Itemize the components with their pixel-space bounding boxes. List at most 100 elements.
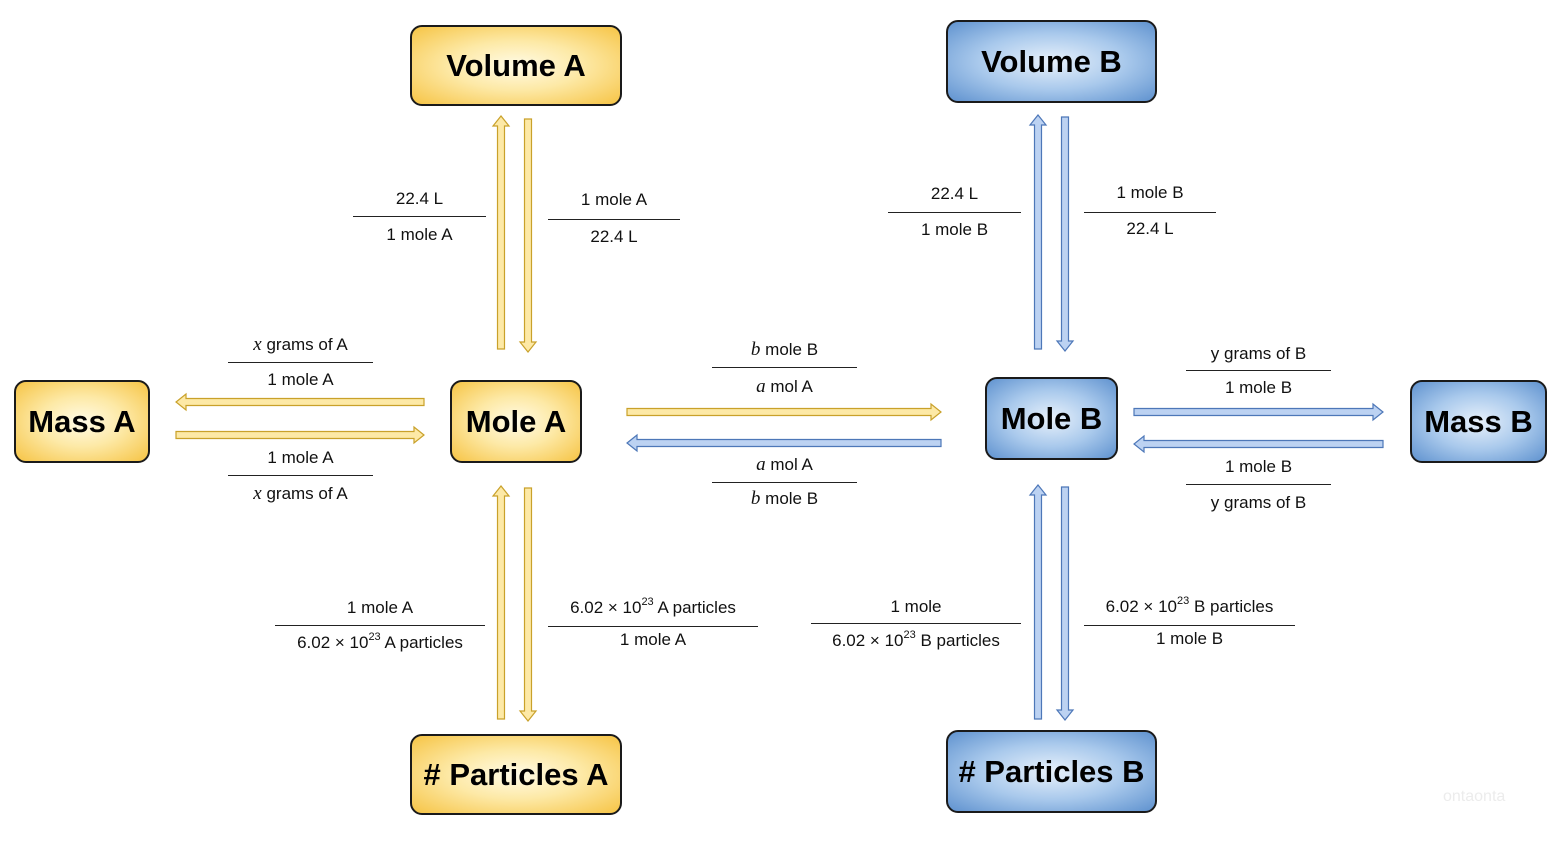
fraction-bar: [712, 367, 857, 368]
factor-numerator: 1 mole A: [346, 598, 414, 617]
factor-mole-a-to-mass: x grams of A 1 mole A: [228, 335, 373, 395]
variable-x: x: [253, 334, 262, 355]
particles-b-label: # Particles B: [958, 753, 1145, 789]
arrow-particles-b-to-mole-b: [1028, 484, 1048, 720]
mass-a-label: Mass A: [28, 403, 136, 439]
exponent-text: 23: [903, 629, 916, 642]
particles-a-label: # Particles A: [423, 756, 609, 792]
mole-a-box: Mole A: [450, 380, 582, 463]
mole-a-label: Mole A: [465, 403, 567, 439]
fraction-bar: [275, 625, 485, 626]
factor-volume-to-mole-b: 1 mole B 22.4 L: [1084, 183, 1216, 243]
volume-a-label: Volume A: [446, 47, 586, 83]
arrow-volume-b-to-mole-b: [1055, 116, 1075, 352]
fraction-bar: [712, 482, 857, 483]
numerator-text: mole B: [765, 340, 819, 359]
arrow-mole-b-to-mass-b: [1133, 402, 1384, 422]
factor-denominator: y grams of B: [1210, 493, 1307, 512]
factor-denominator: 1 mole A: [619, 630, 687, 649]
fraction-bar: [1084, 625, 1295, 626]
arrow-mole-b-to-particles-b: [1055, 486, 1075, 721]
factor-numerator: 1 mole A: [267, 448, 334, 467]
factor-numerator: 1 mole: [890, 597, 942, 616]
denominator-text: mol A: [770, 377, 813, 396]
fraction-bar: [811, 623, 1021, 624]
volume-b-box: Volume B: [946, 20, 1157, 103]
fraction-bar: [888, 212, 1021, 213]
factor-mass-to-mole-b: 1 mole B y grams of B: [1186, 457, 1331, 517]
factor-numerator: y grams of B: [1210, 344, 1307, 363]
factor-numerator: a mol A: [712, 455, 857, 475]
fraction-bar: [228, 475, 373, 476]
factor-numerator: 22.4 L: [930, 184, 979, 203]
factor-numerator: 1 mole B: [1116, 183, 1184, 202]
volume-b-label: Volume B: [981, 43, 1122, 79]
factor-mole-a-to-mole-b: b mole B a mol A: [712, 340, 857, 400]
factor-mole-a-to-volume: 22.4 L 1 mole A: [353, 188, 486, 248]
mass-b-label: Mass B: [1424, 403, 1533, 439]
fraction-bar: [1084, 212, 1216, 213]
factor-denominator: a mol A: [712, 377, 857, 397]
arrow-volume-a-to-mole-a: [518, 118, 538, 353]
factor-denominator: 1 mole A: [386, 225, 453, 244]
factor-denominator: 1 mole A: [267, 370, 334, 389]
variable-b: b: [750, 488, 761, 509]
arrow-mass-b-to-mole-b: [1133, 434, 1384, 454]
mass-b-box: Mass B: [1410, 380, 1547, 463]
factor-mole-a-to-particles: 6.02 × 1023 A particles 1 mole A: [548, 596, 758, 658]
coefficient-text: 6.02 × 10: [832, 631, 904, 650]
unit-text: A particles: [384, 633, 463, 652]
denominator-text: grams of A: [266, 484, 348, 503]
factor-numerator: 1 mole B: [1224, 457, 1293, 476]
unit-text: A particles: [657, 598, 736, 617]
coefficient-text: 6.02 × 10: [570, 598, 642, 617]
coefficient-text: 6.02 × 10: [1105, 597, 1177, 616]
factor-mole-b-to-volume: 22.4 L 1 mole B: [888, 184, 1021, 244]
fraction-bar: [1186, 484, 1331, 485]
mole-b-box: Mole B: [985, 377, 1118, 460]
arrow-mole-b-to-mole-a: [626, 433, 942, 453]
mass-a-box: Mass A: [14, 380, 150, 463]
coefficient-text: 6.02 × 10: [297, 633, 369, 652]
factor-numerator: 6.02 × 1023 A particles: [548, 596, 758, 618]
variable-x: x: [253, 483, 262, 504]
variable-a: a: [756, 454, 766, 475]
factor-numerator: 1 mole A: [580, 190, 648, 209]
numerator-text: mol A: [770, 455, 813, 474]
fraction-bar: [353, 216, 486, 217]
exponent-text: 23: [641, 596, 654, 609]
factor-denominator: 1 mole B: [1224, 378, 1293, 397]
numerator-text: grams of A: [266, 335, 348, 354]
exponent-text: 23: [368, 631, 381, 644]
factor-numerator: b mole B: [712, 340, 857, 360]
variable-a: a: [756, 376, 766, 397]
arrow-mole-a-to-volume-a: [491, 115, 511, 350]
fraction-bar: [228, 362, 373, 363]
unit-text: B particles: [1193, 597, 1274, 616]
arrow-mole-a-to-mass-a: [175, 392, 425, 412]
factor-volume-to-mole-a: 1 mole A 22.4 L: [548, 189, 680, 249]
factor-denominator: 1 mole B: [1155, 629, 1224, 648]
arrow-mole-a-to-mole-b: [626, 402, 942, 422]
denominator-text: mole B: [765, 489, 819, 508]
factor-mole-b-to-particles: 6.02 × 1023 B particles 1 mole B: [1084, 595, 1295, 657]
variable-b: b: [750, 339, 761, 360]
factor-denominator: x grams of A: [228, 484, 373, 504]
watermark: ontaonta: [1443, 788, 1506, 805]
factor-denominator: 6.02 × 1023 B particles: [811, 629, 1021, 651]
arrow-particles-a-to-mole-a: [491, 485, 511, 720]
arrow-mass-a-to-mole-a: [175, 425, 425, 445]
factor-denominator: 22.4 L: [1126, 219, 1174, 238]
volume-a-box: Volume A: [410, 25, 622, 106]
arrow-mole-a-to-particles-a: [518, 487, 538, 722]
factor-numerator: x grams of A: [228, 335, 373, 355]
fraction-bar: [548, 626, 758, 627]
fraction-bar: [548, 219, 680, 220]
factor-denominator: 6.02 × 1023 A particles: [275, 631, 485, 653]
factor-denominator: 1 mole B: [920, 220, 989, 239]
exponent-text: 23: [1177, 595, 1190, 608]
factor-mass-to-mole-a: 1 mole A x grams of A: [228, 448, 373, 508]
particles-b-box: # Particles B: [946, 730, 1157, 813]
factor-numerator: 22.4 L: [395, 189, 444, 208]
factor-mole-b-to-mass: y grams of B 1 mole B: [1186, 344, 1331, 404]
